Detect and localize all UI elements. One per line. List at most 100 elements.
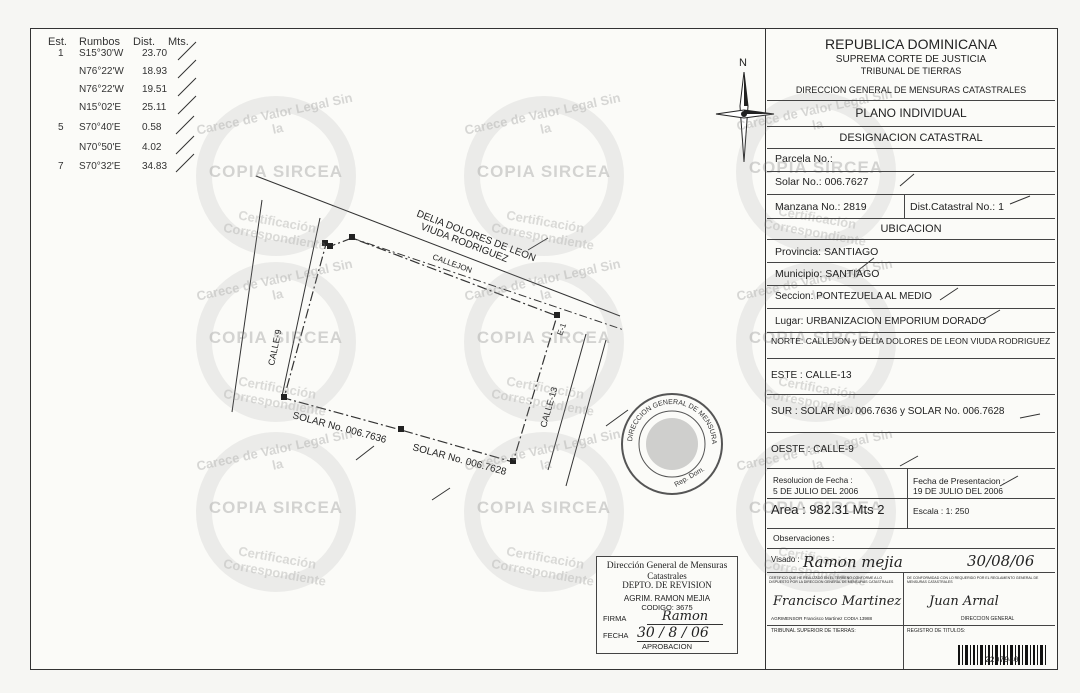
calle-13-label: CALLE-13 [538, 386, 559, 429]
field-visado-label: Visado : [771, 555, 800, 564]
field-area: Area : 982.31 Mts 2 [771, 502, 885, 517]
field-sur: SUR : SOLAR No. 006.7636 y SOLAR No. 006… [771, 406, 1005, 417]
traverse-bearing: S15°30'W [79, 48, 124, 59]
certification-text-left: CERTIFICO QUE HE REALIZADO EN EL TERRENO… [769, 576, 894, 584]
south-lot-label-2: SOLAR No. 006.7628 [411, 442, 508, 478]
traverse-station: 7 [58, 161, 64, 172]
corner-marker [281, 394, 287, 400]
traverse-distance: 4.02 [142, 142, 162, 153]
plan-sheet [30, 28, 1058, 670]
corner-marker [322, 240, 328, 246]
revision-stamp-signature: Ramon [647, 609, 723, 625]
agrimensor-signature: Francisco Martinez [773, 594, 902, 609]
revision-stamp-line2: Catastrales [647, 571, 687, 581]
field-presentacion-value: 19 DE JULIO DEL 2006 [913, 486, 1003, 496]
traverse-bearing: N76°22'W [79, 84, 124, 95]
traverse-bearing: N15°02'E [79, 102, 122, 113]
agrimensor-name: AGRIMENSOR Francisco Martinez CODIA 1398… [771, 616, 873, 621]
traverse-bearing: N76°22'W [79, 66, 124, 77]
field-resolucion-value: 5 DE JULIO DEL 2006 [773, 486, 859, 496]
svg-text:DIRECCION GENERAL DE MENSURAS: DIRECCION GENERAL DE MENSURAS CATASTRALE… [0, 0, 717, 445]
south-lot-label-1: SOLAR No. 006.7636 [291, 410, 388, 446]
field-parcela: Parcela No.: [775, 153, 833, 165]
traverse-distance: 0.58 [142, 122, 162, 133]
corner-marker [510, 458, 516, 464]
corner-marker [554, 312, 560, 318]
revision-stamp-firma-label: FIRMA [603, 614, 627, 623]
title-tribunal: TRIBUNAL DE TIERRAS [860, 66, 962, 76]
field-resolucion-label: Resolucion de Fecha : [773, 476, 853, 485]
title-direccion: DIRECCION GENERAL DE MENSURAS CATASTRALE… [795, 85, 1027, 95]
traverse-bearing: S70°32'E [79, 161, 121, 172]
field-seccion: Seccion: PONTEZUELA AL MEDIO [775, 291, 932, 302]
direccion-signature: Juan Arnal [929, 594, 999, 609]
title-court: SUPREMA CORTE DE JUSTICIA [835, 54, 987, 65]
title-country: REPUBLICA DOMINICANA [825, 36, 997, 52]
field-norte: NORTE: CALLEJON y DELIA DOLORES DE LEON … [771, 336, 1051, 346]
traverse-distance: 23.70 [142, 48, 168, 59]
title-plan-type: PLANO INDIVIDUAL [855, 106, 967, 120]
traverse-header-rumbos: Rumbos [79, 36, 120, 48]
visado-date: 30/08/06 [967, 552, 1035, 570]
traverse-bearing: S70°40'E [79, 122, 121, 133]
field-lugar: Lugar: URBANIZACION EMPORIUM DORADO [775, 316, 987, 327]
title-block: REPUBLICA DOMINICANA SUPREMA CORTE DE JU… [767, 28, 1055, 669]
revision-stamp-name: AGRIM. RAMON MEJIA [623, 594, 711, 603]
field-escala: Escala : 1: 250 [913, 506, 970, 516]
sheet-divider [765, 28, 766, 670]
revision-stamp-line1: Dirección General de Mensuras [606, 561, 728, 571]
calle-9-line-b [281, 217, 321, 397]
calle-9-line-a [231, 199, 263, 413]
field-provincia: Provincia: SANTIAGO [775, 246, 879, 258]
title-designacion: DESIGNACION CATASTRAL [839, 132, 983, 144]
lot-boundary [283, 237, 558, 463]
title-ubicacion: UBICACION [880, 223, 942, 235]
traverse-distance: 25.11 [142, 102, 167, 113]
tribunal-superior-label: TRIBUNAL SUPERIOR DE TIERRAS: [771, 628, 856, 634]
field-municipio: Municipio: SANTIAGO [775, 268, 880, 280]
revision-stamp-code: CODIGO: 3675 [641, 603, 693, 612]
traverse-station: 1 [58, 48, 64, 59]
traverse-station: 5 [58, 122, 64, 133]
calle-13-line-b [547, 333, 587, 471]
north-arrow-label: N [739, 57, 747, 69]
traverse-check-marks [175, 41, 197, 173]
seal-ring-text: DIRECCION GENERAL DE MENSURAS CATASTRALE… [0, 0, 717, 445]
north-arrow: N [715, 57, 775, 163]
barcode [958, 645, 1046, 665]
field-observaciones: Observaciones : [773, 533, 835, 543]
field-oeste: OESTE : CALLE-9 [771, 444, 854, 455]
barcode-number: 2207940 [985, 656, 1019, 665]
corner-marker [398, 426, 404, 432]
traverse-bearing: N70°50'E [79, 142, 122, 153]
registro-label: REGISTRO DE TITULOS: [907, 628, 966, 634]
visado-signature: Ramon mejia [803, 553, 903, 571]
corner-marker [349, 234, 355, 240]
revision-stamp-aprobacion: APROBACION [641, 642, 692, 651]
field-este: ESTE : CALLE-13 [771, 370, 852, 381]
traverse-header-mts: Mts. [168, 36, 189, 48]
certification-text-right: DE CONFORMIDAD CON LO REQUERIDO POR EL R… [907, 576, 1039, 584]
calle-13-line-a [565, 339, 607, 487]
pointer-marks [355, 173, 1041, 501]
traverse-distance: 34.83 [142, 161, 168, 172]
direccion-general-label: DIRECCION GENERAL [961, 616, 1015, 622]
traverse-distance: 19.51 [142, 84, 168, 95]
revision-stamp: Dirección General de Mensuras Catastrale… [596, 556, 738, 654]
revision-stamp-fecha-label: FECHA [603, 631, 629, 640]
revision-stamp-line3: DEPTO. DE REVISION [622, 580, 712, 590]
field-presentacion-label: Fecha de Presentacion : [913, 476, 1006, 486]
traverse-header-est: Est. [48, 36, 67, 48]
callejon-label: CALLEJON [431, 252, 473, 275]
callejon-north-line [255, 175, 621, 317]
traverse-header-dist: Dist. [133, 36, 155, 48]
field-manzana: Manzana No.: 2819 [775, 201, 867, 213]
field-dist-catastral: Dist.Catastral No.: 1 [910, 201, 1004, 213]
field-solar: Solar No.: 006.7627 [775, 176, 869, 188]
calle-9-label: CALLE-9 [266, 329, 283, 367]
corner-marker [327, 243, 333, 249]
traverse-distance: 18.93 [142, 66, 168, 77]
corner-mark-label: E-1 [555, 321, 568, 336]
revision-stamp-date: 30 / 8 / 06 [637, 625, 709, 642]
